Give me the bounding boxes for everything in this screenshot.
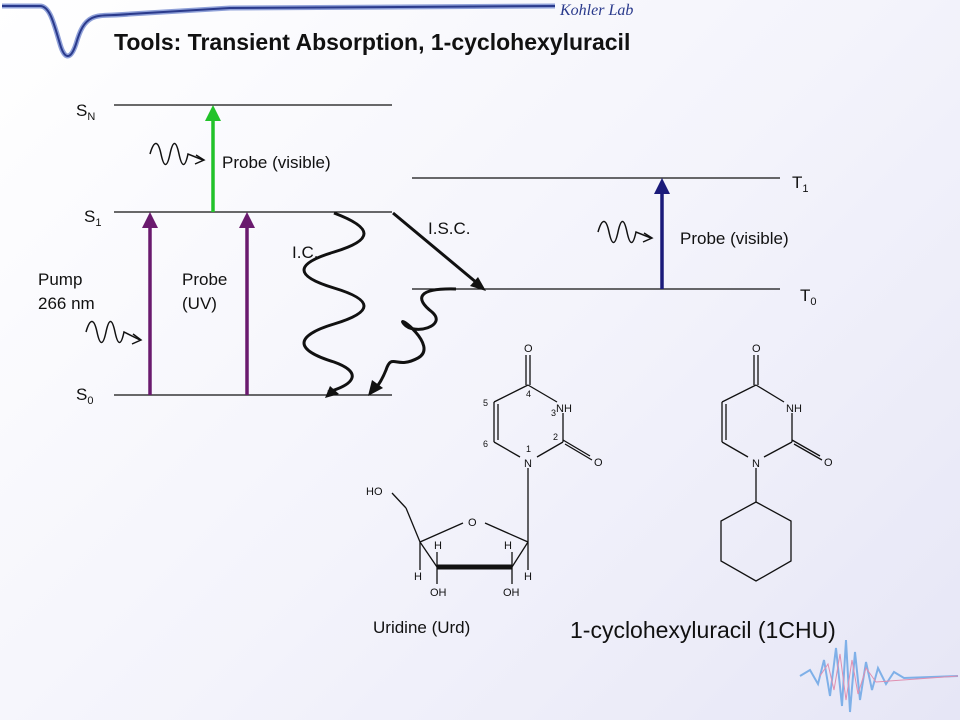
uridine-number-2: 2 [553, 432, 558, 442]
pump-label-line1: Pump [38, 270, 82, 289]
label-s1: S1 [84, 207, 101, 229]
ic-label: I.C. [292, 243, 318, 262]
pump-arrow [142, 212, 158, 395]
photon-icon-triplet-probe [597, 220, 654, 244]
ic-wavy-arrow [302, 211, 366, 398]
probe-visible-label: Probe (visible) [222, 153, 331, 172]
decorative-signal-wave [722, 639, 959, 713]
label-t1: T1 [792, 173, 809, 195]
pump-label-line2: 266 nm [38, 294, 95, 313]
photon-icon-probe-visible [149, 142, 206, 166]
probe-uv-label-line2: (UV) [182, 294, 217, 313]
chu-caption: 1-cyclohexyluracil (1CHU) [570, 617, 836, 643]
uridine-atom-n1: N [524, 458, 532, 470]
energy-levels [114, 104, 780, 396]
triplet-probe-arrow [654, 178, 670, 289]
uridine-number-5: 5 [483, 398, 488, 408]
chu-atom-n1: N [752, 458, 760, 470]
uridine-atom-ho: HO [366, 486, 383, 498]
uridine-atom-h-far-left: H [414, 571, 422, 583]
uridine-atom-oh-left: OH [430, 587, 447, 599]
uridine-caption: Uridine (Urd) [373, 618, 470, 637]
lab-name: Kohler Lab [559, 2, 633, 19]
kohler-lab-logo-wave [2, 3, 556, 59]
probe-uv-arrow [239, 212, 255, 395]
uridine-atom-o-ring: O [468, 517, 477, 529]
uridine-structure [391, 355, 593, 584]
photon-icon-pump [85, 320, 143, 345]
isc-arrow [392, 211, 486, 291]
uridine-atom-h-far-right: H [524, 571, 532, 583]
uridine-number-1: 1 [526, 444, 531, 454]
label-s0: S0 [76, 385, 93, 407]
uridine-atom-oh-right: OH [503, 587, 520, 599]
label-t0: T0 [800, 286, 817, 308]
uridine-number-4: 4 [526, 389, 531, 399]
chu-atom-o-right: O [824, 457, 833, 469]
chu-atom-o-top: O [752, 343, 761, 355]
uridine-atom-h-left: H [434, 540, 442, 552]
isc-label: I.S.C. [428, 219, 471, 238]
uridine-number-6: 6 [483, 439, 488, 449]
uridine-atom-o-top: O [524, 343, 533, 355]
chu-structure [720, 355, 823, 582]
triplet-relaxation-wavy-arrow [368, 287, 457, 396]
probe-visible-arrow [205, 105, 221, 212]
chu-atom-nh: NH [786, 403, 802, 415]
uridine-atom-nh: NH [556, 403, 572, 415]
probe-uv-label-line1: Probe [182, 270, 227, 289]
label-sn: SN [76, 101, 95, 123]
uridine-atom-h-right: H [504, 540, 512, 552]
triplet-probe-label: Probe (visible) [680, 229, 789, 248]
uridine-atom-o-right: O [594, 457, 603, 469]
page-title: Tools: Transient Absorption, 1-cyclohexy… [114, 29, 630, 55]
uridine-number-3: 3 [551, 408, 556, 418]
